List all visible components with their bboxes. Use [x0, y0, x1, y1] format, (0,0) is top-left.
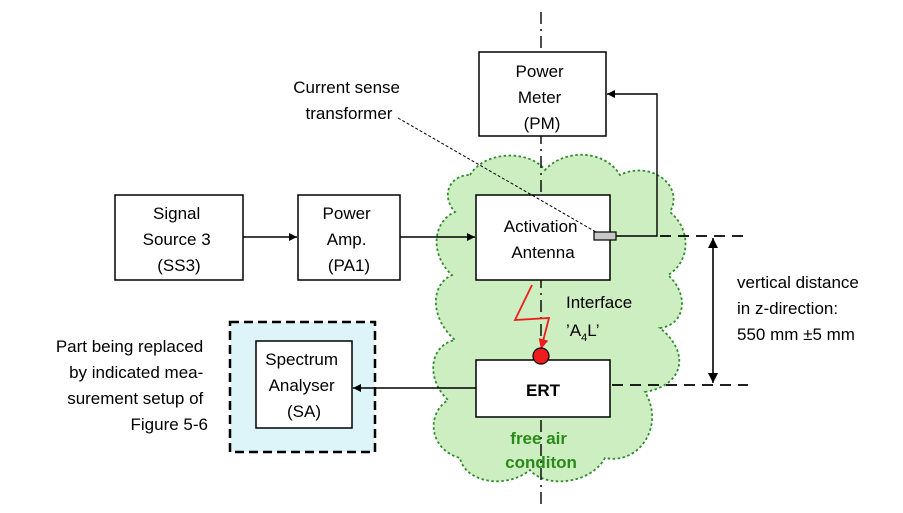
ert-label: ERT	[526, 381, 561, 400]
activation-antenna-block	[475, 194, 611, 281]
signal-source-label: Signal Source 3 (SS3)	[143, 204, 216, 275]
interface-code: ’A4L’	[566, 321, 600, 344]
interface-label: Interface	[566, 293, 632, 312]
current-sense-text: Current sense transformer	[293, 78, 405, 123]
free-air-text: free air conditon	[505, 429, 577, 472]
spectrum-analyser-label: Spectrum Analyser (SA)	[265, 350, 342, 421]
current-sense-transformer	[593, 231, 617, 241]
power-meter-label: Power Meter (PM)	[516, 62, 569, 133]
current-sense-leader	[397, 117, 597, 233]
spectrum-analyser-block	[255, 340, 353, 429]
power-amp-block	[297, 194, 401, 281]
vertical-distance-text: vertical distance in z-direction: 550 mm…	[737, 273, 864, 344]
ert-block	[475, 359, 611, 418]
transformer-to-pm-arrow	[607, 90, 658, 237]
power-amp-label: Power Amp. (PA1)	[323, 204, 376, 275]
ert-receive-point	[532, 347, 550, 365]
activation-antenna-label: Activation Antenna	[504, 217, 582, 262]
interface-signal-arrow	[513, 284, 551, 350]
part-replaced-text: Part being replaced by indicated mea- su…	[56, 337, 208, 434]
power-meter-block	[478, 51, 607, 137]
